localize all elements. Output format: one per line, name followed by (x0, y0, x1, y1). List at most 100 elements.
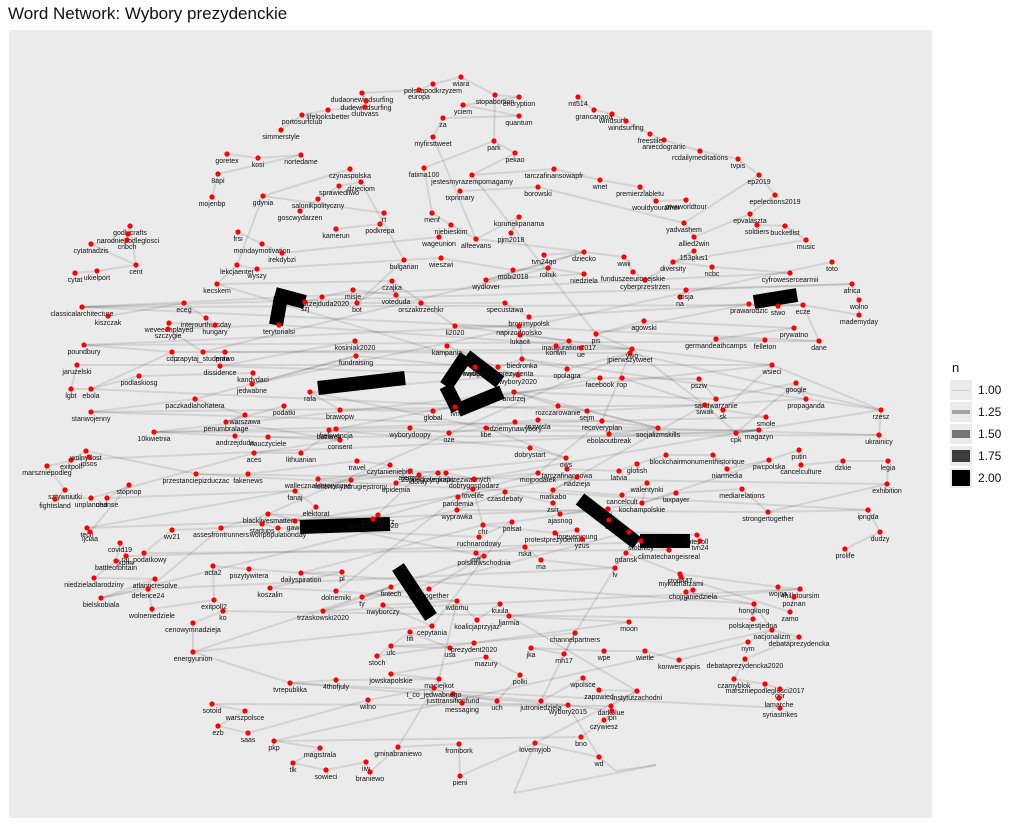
node-point (677, 294, 683, 300)
node-label: goretex (215, 158, 239, 165)
node-label: wpolsce (569, 682, 595, 689)
node-label: startups (250, 528, 275, 535)
node: mediarelations (719, 486, 765, 500)
node: gdynia (253, 193, 273, 207)
node: google (785, 380, 807, 394)
node: warszpolsce (225, 708, 264, 722)
node-label: gdansk (615, 557, 638, 564)
node: nwyborczy (366, 602, 400, 616)
node: czynaspolska (329, 166, 371, 180)
node-label: zsrr (547, 507, 559, 514)
node-point (480, 522, 486, 528)
node-label: wwii (616, 261, 631, 268)
node-label: defence24 (132, 593, 165, 600)
node-point (803, 237, 809, 243)
node-point (203, 315, 209, 321)
node-point (429, 623, 435, 629)
node-point (775, 303, 781, 309)
node-point (751, 601, 757, 607)
node: irekdybzi (268, 250, 296, 264)
node-point (457, 773, 463, 779)
node-label: encryption (503, 101, 535, 108)
node: wpe (597, 648, 611, 662)
edge (251, 355, 357, 385)
edge (685, 283, 853, 291)
edge (46, 456, 90, 467)
node-point (816, 338, 822, 344)
node-point (365, 697, 371, 703)
node: rozczarowanie (535, 403, 581, 417)
edge (593, 109, 613, 115)
node-label: recoveryplan (582, 425, 622, 432)
node-point (454, 598, 460, 604)
node: latvia (611, 468, 627, 482)
edge (409, 427, 450, 434)
node: dudaonewindsurfing (331, 90, 393, 104)
edge (777, 304, 804, 307)
node-label: latepoll (686, 539, 709, 546)
edge (428, 555, 485, 590)
node-point (561, 651, 567, 657)
node-label: uch (491, 705, 502, 712)
node-label: voteduda (382, 299, 411, 306)
edge (672, 250, 695, 263)
edge (598, 756, 617, 772)
node-point (447, 645, 453, 651)
node: dudzy (871, 529, 890, 543)
node: tarczafinansowapfr (525, 166, 584, 180)
node: chanse (96, 495, 118, 509)
legend-label: 1.75 (978, 449, 1002, 463)
node: startups (250, 521, 275, 535)
edge (680, 576, 791, 613)
node: wdomu (445, 598, 468, 612)
node-point (754, 222, 760, 228)
node: wallecznaldetoryczne (284, 476, 351, 490)
node-label: wybory (463, 371, 487, 378)
legend-entry: 2.00 (950, 467, 1001, 489)
node-point (865, 507, 871, 513)
node-label: cepytania (417, 630, 447, 637)
node: misje (345, 287, 361, 301)
node: mykucharzami (658, 574, 704, 588)
node-label: wiara (452, 81, 470, 88)
edge (409, 631, 451, 649)
node: battleofbritain (95, 558, 137, 572)
node: fatima100 (409, 165, 439, 179)
node: gminabraniewo (374, 744, 422, 758)
edge (440, 257, 514, 271)
node-point (491, 138, 497, 144)
node: dobrystart (514, 445, 546, 459)
node-label: opolagra (553, 373, 580, 380)
node: exitpoll (60, 457, 82, 471)
edge (618, 463, 638, 472)
node: czaskowski2020 (348, 516, 399, 530)
node: rska (518, 544, 532, 558)
node: czytanieniebiol (367, 462, 413, 476)
edge (143, 549, 670, 554)
node: lifelooksbetter (306, 107, 350, 121)
edge (698, 378, 717, 400)
node-point (267, 585, 273, 591)
node-label: covid19 (108, 547, 132, 554)
node: pwcpolska (753, 457, 785, 471)
node: sotoid (203, 701, 221, 715)
node: dailyspiration (281, 570, 322, 584)
node: lovemyjob (519, 740, 551, 754)
node: wilno (359, 697, 376, 711)
node-label: alfeevans (461, 243, 491, 250)
node-point (566, 338, 572, 344)
node: toto (826, 259, 838, 273)
node-label: epvalaszta (733, 218, 767, 225)
edge (485, 273, 585, 281)
edge (462, 96, 520, 106)
node-point (476, 534, 482, 540)
edge (403, 257, 442, 261)
node: lukacit (510, 332, 530, 346)
node-label: stobnicy (628, 545, 654, 552)
node: propaganda (787, 396, 825, 410)
edge (485, 251, 585, 281)
node-point (389, 278, 395, 284)
node-point (555, 403, 561, 409)
edge (267, 434, 880, 438)
node-label: worlpopulationday (249, 532, 307, 539)
